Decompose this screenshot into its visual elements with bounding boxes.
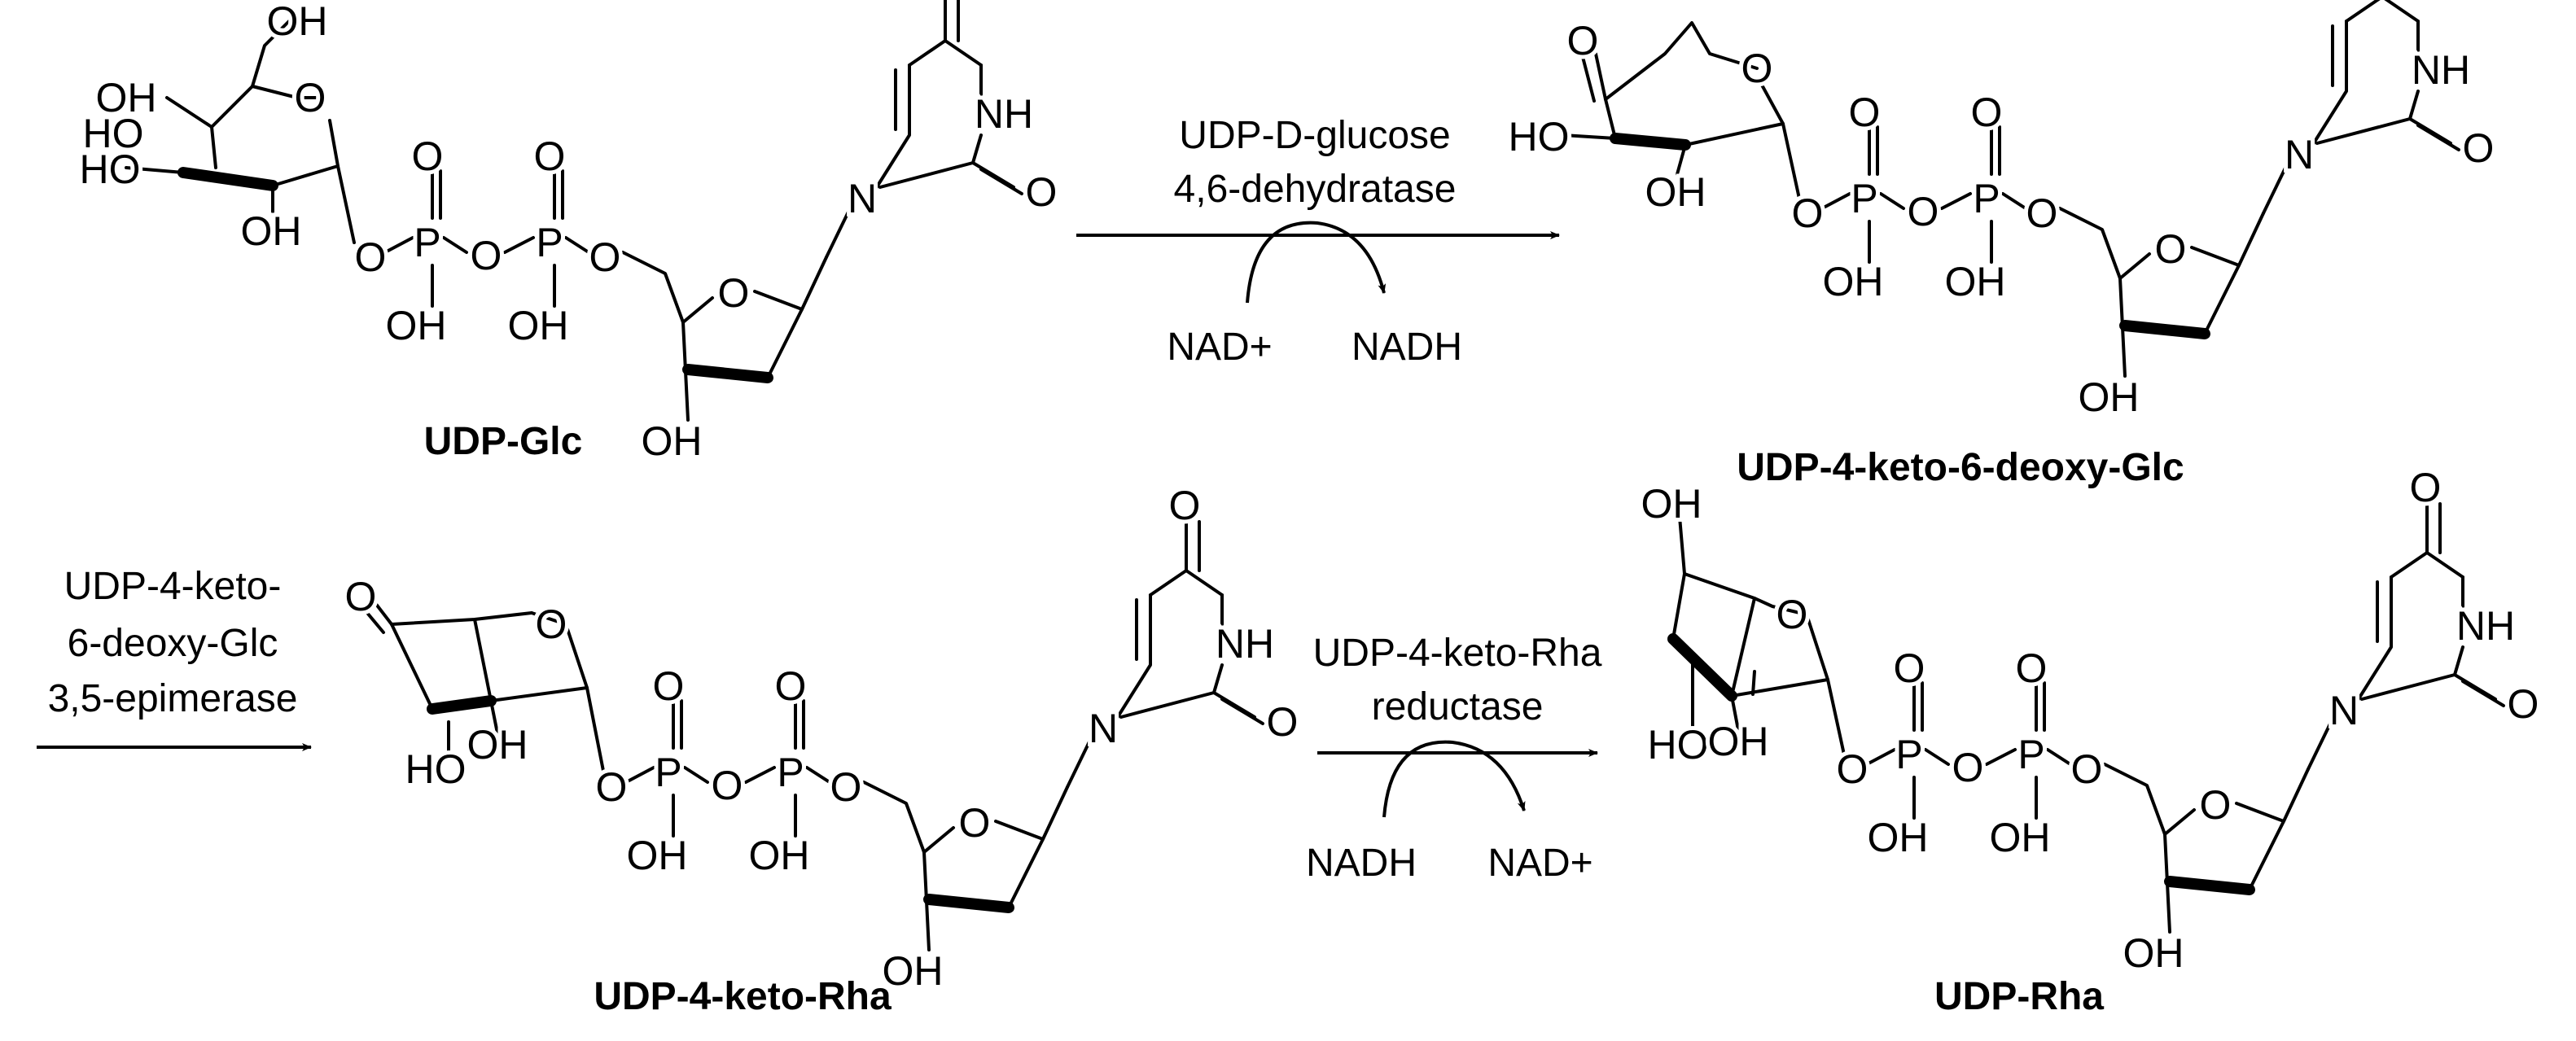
udp-4-keto-rha-atom-phosphoryl-o-2: O xyxy=(775,663,807,709)
enzyme-2-line-2: 6-deoxy-Glc xyxy=(68,622,278,665)
udp-4-keto-6-deoxy-glc-atom-uracil-n1: N xyxy=(2285,132,2314,177)
udp-glc-atom-ribose-ring-o: O xyxy=(718,270,750,316)
udp-4-keto-6-deoxy-glc-atom-phosphate-oh-1: OH xyxy=(1823,259,1884,304)
udp-4-keto-6-deoxy-glc-atom-ring-o: O xyxy=(1741,46,1773,91)
udp-rha-atom-ribose-ring-o: O xyxy=(2200,782,2232,828)
udp-4-keto-6-deoxy-glc-atom-ribose-ring-o: O xyxy=(2155,226,2187,272)
udp-rha-atom-ho-3: HO xyxy=(1648,722,1709,768)
udp-glc-atom-glycosidic-o: O xyxy=(355,234,387,280)
udp-glc-atom-oh-2: OH xyxy=(241,208,302,254)
cofactor-arc-3 xyxy=(1382,740,1526,818)
udp-rha-atom-glycosidic-o: O xyxy=(1837,746,1868,792)
udp-4-keto-6-deoxy-glc-atom-phosphoryl-o-1: O xyxy=(1849,90,1881,135)
compound-name-udp-glc: UDP-Glc xyxy=(424,420,583,463)
udp-4-keto-rha-atom-phosphate-oh-2: OH xyxy=(749,833,810,878)
udp-rha-atom-uracil-n1: N xyxy=(2329,688,2359,733)
udp-4-keto-6-deoxy-glc-atom-uracil-o2: O xyxy=(2463,125,2495,171)
udp-rha-atom-uracil-o4: O xyxy=(2410,465,2442,510)
udp-glc-atom-phosphoryl-o-2: O xyxy=(534,133,566,179)
udp-4-keto-rha-atom-oh-2: OH xyxy=(467,722,528,768)
udp-rha-atom-oh-4: OH xyxy=(1641,481,1702,527)
udp-4-keto-6-deoxy-glc-atom-phosphate-oh-2: OH xyxy=(1945,259,2006,304)
cofactor-arc-1 xyxy=(1246,221,1387,304)
udp-rha-atom-phosphate-oh-2: OH xyxy=(1990,815,2051,860)
cofactor-3-in: NADH xyxy=(1306,842,1417,885)
udp-rha-atom-ribose-oh: OH xyxy=(2123,930,2184,976)
udp-glc-atom-ribose-oh: OH xyxy=(642,418,703,464)
udp-4-keto-rha-atom-uracil-o2: O xyxy=(1267,699,1299,745)
udp-glc-atom-ester-o: O xyxy=(589,234,621,280)
udp-4-keto-rha-atom-ester-o: O xyxy=(830,764,862,810)
udp-4-keto-rha-atom-phosphorus-2: P xyxy=(777,750,804,795)
udp-4-keto-6-deoxy-glc-atom-keto-o: O xyxy=(1567,18,1599,63)
structure-udp-rha xyxy=(1667,504,2504,932)
enzyme-2-line-3: 3,5-epimerase xyxy=(48,677,298,720)
udp-glc-atom-phosphate-oh-2: OH xyxy=(508,303,569,348)
udp-4-keto-6-deoxy-glc-atom-glycosidic-o: O xyxy=(1792,190,1824,236)
udp-4-keto-rha-atom-phosphorus-1: P xyxy=(655,750,681,795)
udp-rha-atom-uracil-o2: O xyxy=(2508,681,2539,727)
udp-glc-atom-phosphate-oh-1: OH xyxy=(386,303,447,348)
udp-4-keto-6-deoxy-glc-atom-bridge-o: O xyxy=(1908,189,1939,234)
udp-4-keto-6-deoxy-glc-atom-phosphorus-1: P xyxy=(1851,176,1877,221)
udp-glc-atom-oh-6: OH xyxy=(96,75,157,120)
udp-4-keto-rha-atom-ribose-oh: OH xyxy=(883,948,944,994)
udp-glc-atom-ho-4: HO xyxy=(83,111,144,156)
cofactor-1-out: NADH xyxy=(1352,326,1462,369)
udp-glc-atom-phosphorus-2: P xyxy=(536,220,563,265)
udp-4-keto-6-deoxy-glc-atom-phosphoryl-o-2: O xyxy=(1971,90,2003,135)
structure-udp-4-keto-rha xyxy=(366,522,1263,950)
udp-glc-atom-uracil-o2: O xyxy=(1026,169,1058,215)
udp-rha-atom-phosphorus-1: P xyxy=(1895,732,1922,777)
enzyme-1-line-1: UDP-D-glucose xyxy=(1179,114,1450,157)
structure-udp-4-keto-6-deoxy-glc xyxy=(1562,0,2459,376)
udp-4-keto-6-deoxy-glc-atom-oh-2: OH xyxy=(1645,169,1706,215)
udp-glc-atom-phosphorus-1: P xyxy=(414,220,440,265)
udp-4-keto-rha-atom-ho-3: HO xyxy=(405,746,467,792)
udp-4-keto-rha-atom-glycosidic-o: O xyxy=(596,764,628,810)
udp-4-keto-rha-atom-uracil-o4: O xyxy=(1169,483,1201,528)
udp-4-keto-6-deoxy-glc-atom-ribose-oh: OH xyxy=(2079,374,2140,420)
udp-rha-atom-ring-o: O xyxy=(1776,592,1808,637)
udp-4-keto-rha-atom-keto-o: O xyxy=(345,574,377,619)
structure-udp-glc xyxy=(125,0,1022,420)
cofactor-3-out: NAD+ xyxy=(1487,842,1592,885)
udp-rha-atom-phosphate-oh-1: OH xyxy=(1868,815,1929,860)
udp-rha-atom-phosphoryl-o-2: O xyxy=(2016,645,2048,691)
udp-4-keto-rha-atom-bridge-o: O xyxy=(712,763,743,808)
udp-rha-atom-uracil-nh: NH xyxy=(2456,603,2515,649)
udp-glc-atom-phosphoryl-o-1: O xyxy=(412,133,444,179)
udp-4-keto-rha-atom-phosphate-oh-1: OH xyxy=(627,833,688,878)
udp-4-keto-6-deoxy-glc-atom-ester-o: O xyxy=(2026,190,2058,236)
udp-rha-atom-phosphoryl-o-1: O xyxy=(1894,645,1925,691)
udp-rha-atom-phosphorus-2: P xyxy=(2017,732,2044,777)
compound-name-udp-rha: UDP-Rha xyxy=(1934,975,2104,1018)
udp-glc-atom-uracil-nh: NH xyxy=(975,91,1033,137)
udp-rha-atom-ester-o: O xyxy=(2071,746,2103,792)
udp-4-keto-6-deoxy-glc-atom-uracil-nh: NH xyxy=(2412,47,2470,93)
compound-name-udp-4-keto-6-deoxy-glc: UDP-4-keto-6-deoxy-Glc xyxy=(1737,446,2184,489)
udp-4-keto-6-deoxy-glc-atom-phosphorus-2: P xyxy=(1973,176,2000,221)
udp-4-keto-rha-atom-phosphoryl-o-1: O xyxy=(653,663,685,709)
cofactor-1-in: NAD+ xyxy=(1167,326,1272,369)
enzyme-2-line-1: UDP-4-keto- xyxy=(64,565,282,608)
udp-glc-atom-ring-o: O xyxy=(295,75,326,120)
enzyme-3-line-2: reductase xyxy=(1372,685,1544,728)
udp-glc-atom-bridge-o: O xyxy=(471,233,502,278)
enzyme-3-line-1: UDP-4-keto-Rha xyxy=(1313,632,1602,675)
udp-rha-atom-oh-2: OH xyxy=(1708,719,1769,764)
udp-4-keto-rha-atom-ribose-ring-o: O xyxy=(959,800,991,846)
atom-labels: OHHOHOOOHOHOPOOHOPOOHOOOHNONHOOOHOOHOPOO… xyxy=(76,0,2543,998)
udp-glc-atom-uracil-n1: N xyxy=(848,176,877,221)
compound-name-udp-4-keto-rha: UDP-4-keto-Rha xyxy=(594,975,892,1018)
udp-glc-atom-ho-3: HO xyxy=(80,147,141,192)
udp-4-keto-rha-atom-ring-o: O xyxy=(536,601,567,647)
udp-rha-atom-bridge-o: O xyxy=(1952,745,1984,790)
udp-4-keto-rha-atom-uracil-nh: NH xyxy=(1216,621,1274,667)
enzyme-1-line-2: 4,6-dehydratase xyxy=(1174,168,1457,211)
udp-glc-atom-oh-6b: OH xyxy=(267,0,328,44)
udp-4-keto-6-deoxy-glc-atom-ho-3: HO xyxy=(1509,114,1570,160)
udp-4-keto-rha-atom-uracil-n1: N xyxy=(1089,706,1118,751)
